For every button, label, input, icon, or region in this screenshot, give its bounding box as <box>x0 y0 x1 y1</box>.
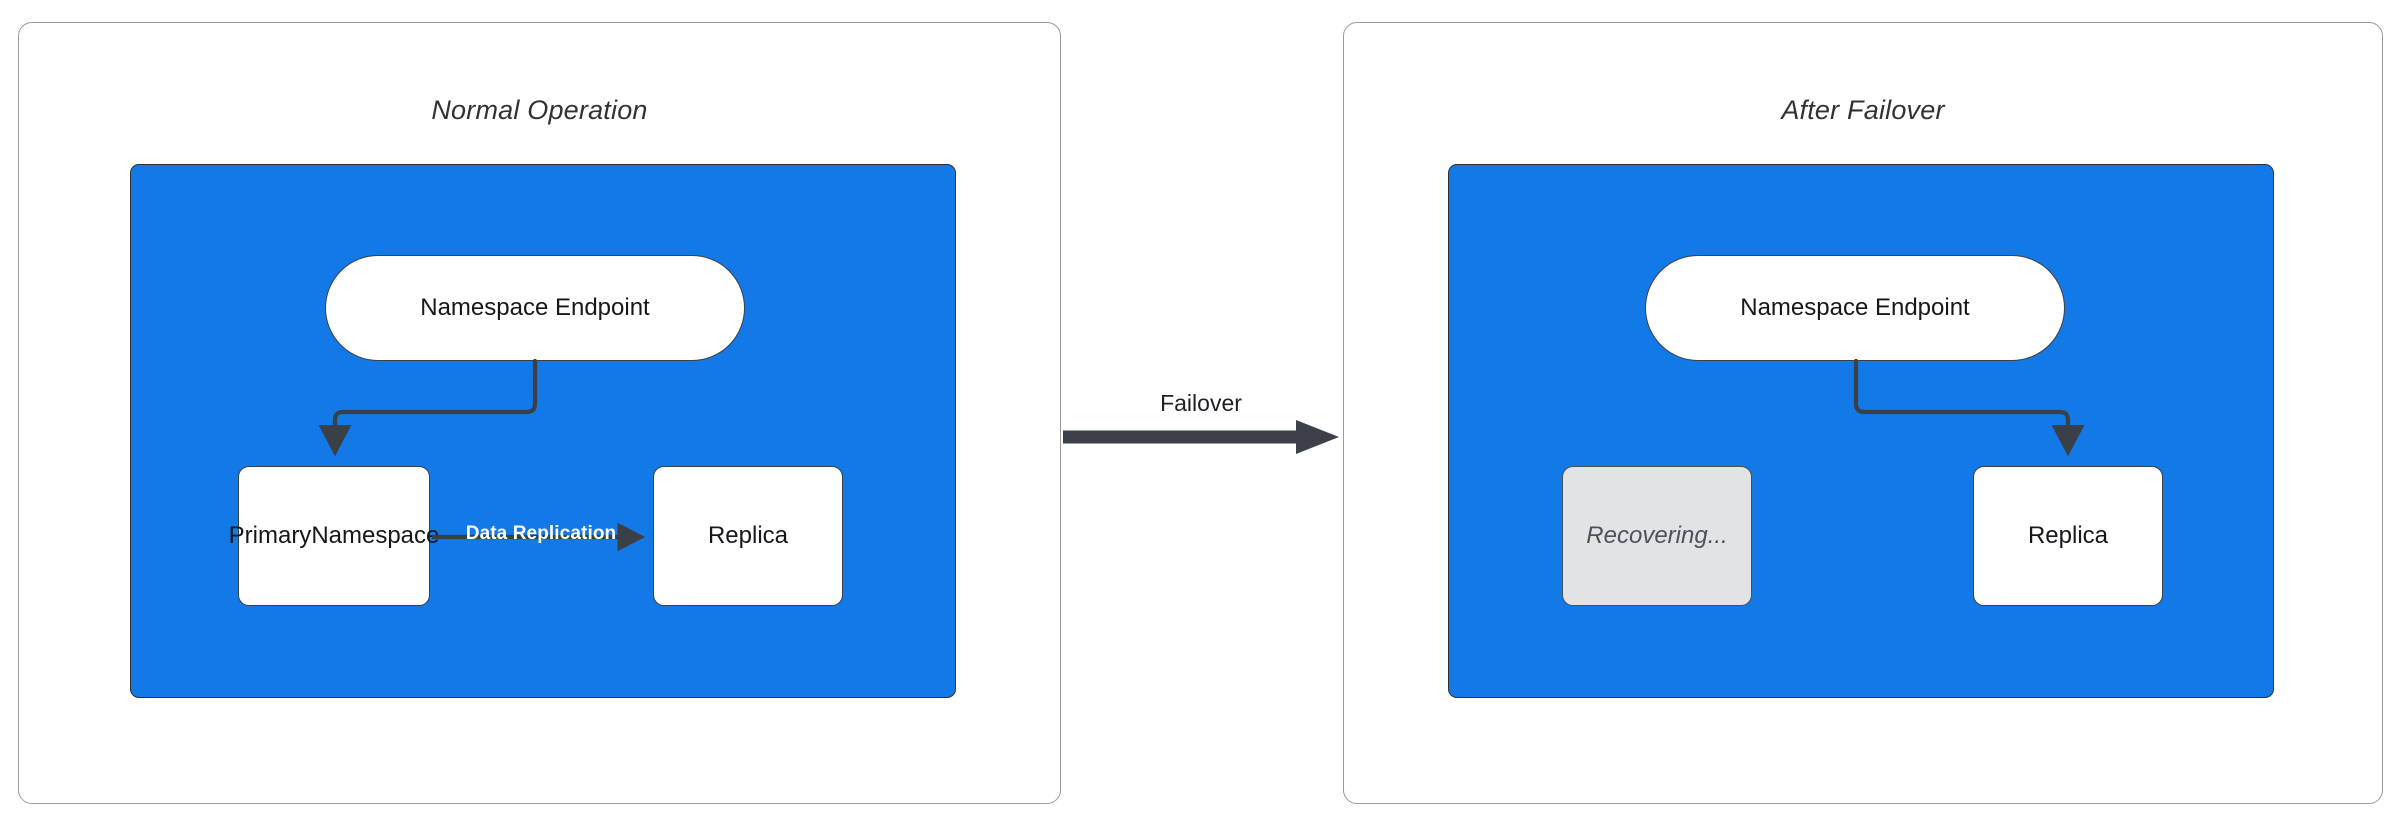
node-recovering[interactable]: Recovering... <box>1562 466 1752 606</box>
zone-secondary-region <box>1448 164 2274 698</box>
zone-primary-region <box>130 164 956 698</box>
node-primary-namespace-line2: Namespace <box>311 522 440 549</box>
node-primary-namespace-line1: Primary <box>228 522 312 549</box>
node-primary-namespace[interactable]: Primary Namespace <box>229 466 439 606</box>
node-replica-left[interactable]: Replica <box>653 466 843 606</box>
node-namespace-endpoint-right[interactable]: Namespace Endpoint <box>1645 255 2065 361</box>
panel-title-after-failover: After Failover <box>1781 95 1945 125</box>
panel-title-normal-operation: Normal Operation <box>431 95 648 125</box>
edge-label-data-replication: Data Replication <box>465 523 617 544</box>
node-namespace-endpoint-left[interactable]: Namespace Endpoint <box>325 255 745 361</box>
failover-label: Failover <box>1160 390 1242 416</box>
node-replica-right[interactable]: Replica <box>1973 466 2163 606</box>
failover-arrow-icon <box>1063 420 1339 454</box>
